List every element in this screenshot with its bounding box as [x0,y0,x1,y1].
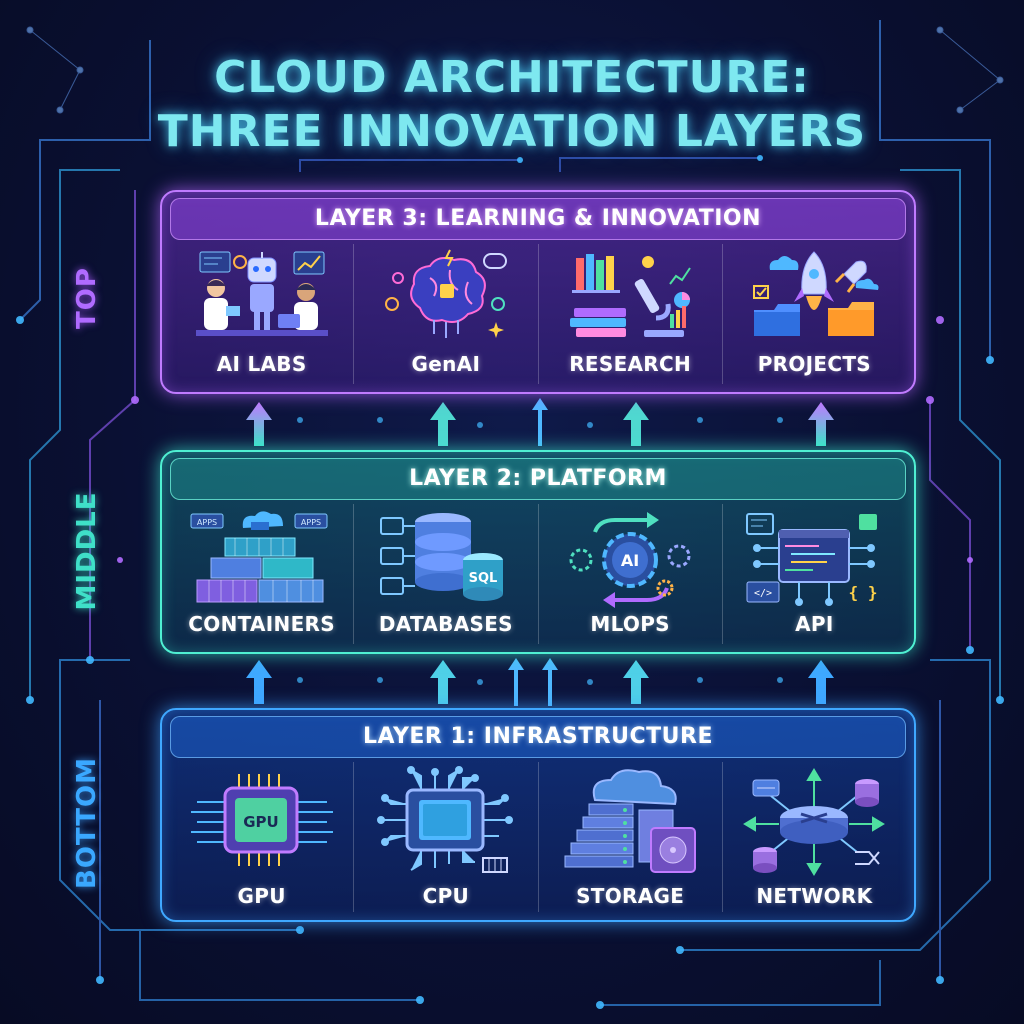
layer-2-title: LAYER 2: PLATFORM [170,458,906,500]
layer-2-item-containers: APPS APPS CONTAINERS [170,504,355,644]
gpu-badge: GPU [243,813,279,831]
layer-1-item-storage: STORAGE [539,762,723,912]
layer-3-item-label: AI LABS [216,352,307,376]
code-badge: </> [754,588,772,599]
layer-3-item-genai: GenAI [354,244,539,384]
layer-3-item-ai-labs: AI LABS [170,244,355,384]
gpu-chip-icon: GPU [190,774,333,866]
apps-badge-left: APPS [197,518,217,527]
layer-1-item-label: STORAGE [576,884,685,908]
layer-1-item-gpu: GPU GPU [170,762,355,912]
arrow-up-icon [532,398,548,446]
cpu-chip-icon [376,766,513,873]
ai-badge: AI [621,551,639,570]
layer-2-item-mlops: AI MLOPS [539,504,723,644]
page-title-line-2: THREE INNOVATION LAYERS [157,106,867,157]
arrow-up-icon [246,660,272,704]
layer-3-item-label: PROJECTS [757,352,872,376]
layer-1-title: LAYER 1: INFRASTRUCTURE [170,716,906,758]
layer-2-item-label: API [795,612,834,636]
storage-icon [564,769,697,873]
arrow-up-icon [430,660,456,704]
layer-2-item-label: DATABASES [378,612,513,636]
database-icon: SQL [379,513,503,601]
api-icon: </> { } [746,513,878,606]
layer-2-item-databases: SQL DATABASES [354,504,539,644]
side-label-top: TOP [72,267,102,329]
arrow-up-icon [430,402,456,446]
layer-2-item-api: </> { } API [723,504,906,644]
sql-badge: SQL [469,571,498,586]
layer-1-item-cpu: CPU [354,762,539,912]
side-label-bottom: BOTTOM [72,757,102,889]
layer-1-item-label: GPU [237,884,286,908]
layer-2-panel: LAYER 2: PLATFORM APPS APPS [160,450,916,654]
ai-lab-icon [195,251,328,336]
containers-icon: APPS APPS [190,511,328,603]
layer-3-item-projects: PROJECTS [723,244,906,384]
arrow-up-icon [246,402,272,446]
arrow-up-icon [508,658,524,706]
arrow-up-icon [623,660,649,704]
layer-2-item-label: MLOPS [590,612,670,636]
rocket-icon [753,251,879,336]
mlops-icon: AI [569,512,691,608]
layer-3-panel: LAYER 3: LEARNING & INNOVATION [160,190,916,394]
layer-1-item-label: NETWORK [756,884,873,908]
network-icon [743,768,886,876]
layer-2-item-label: CONTAINERS [188,612,335,636]
brain-icon [384,249,507,338]
layer-1-item-network: NETWORK [723,762,906,912]
apps-badge-right: APPS [301,518,321,527]
layer-3-title: LAYER 3: LEARNING & INNOVATION [170,198,906,240]
layer-1-item-label: CPU [422,884,470,908]
layer-3-item-label: RESEARCH [569,352,692,376]
braces-badge: { } [849,583,878,602]
arrow-up-icon [623,402,649,446]
arrow-up-icon [808,402,834,446]
layer-1-panel: LAYER 1: INFRASTRUCTURE GPU GPU [160,708,916,922]
layer-3-item-label: GenAI [411,352,481,376]
microscope-icon [570,254,691,337]
arrow-up-icon [542,658,558,706]
arrow-up-icon [808,660,834,704]
side-label-middle: MIDDLE [72,491,102,611]
layer-3-item-research: RESEARCH [539,244,723,384]
page-title-line-1: CLOUD ARCHITECTURE: [214,52,810,103]
